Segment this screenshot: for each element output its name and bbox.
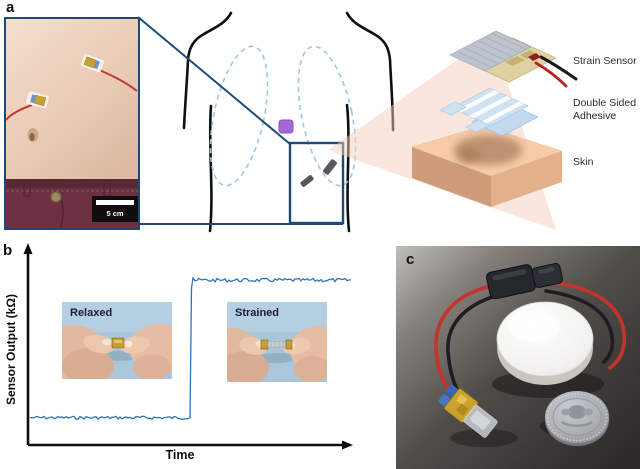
chart-axes (26, 251, 345, 447)
strain-sensor-exploded (449, 30, 578, 88)
strain-sensor-label: Strain Sensor (573, 55, 637, 67)
y-axis-arrowhead (23, 243, 33, 254)
sensor-shadow (450, 429, 518, 447)
lungs-dashed-outline (209, 45, 357, 187)
right-hand (120, 324, 172, 379)
abdomen-photo-art: 5 cm (6, 19, 138, 228)
relaxed-inset-photo: Relaxed (62, 302, 172, 379)
device-photo-art (396, 246, 640, 469)
skin-sensor-upper (80, 54, 104, 73)
abdomen-photo: 5 cm (4, 17, 140, 230)
gray-strain-sensor-chips (300, 159, 337, 187)
quarter-coin (540, 391, 609, 446)
relaxed-sensor-chip (111, 337, 125, 349)
panel-b-label: b (3, 242, 13, 259)
strained-sensor-chip (260, 339, 293, 350)
scale-bar: 5 cm (92, 196, 138, 222)
adhesive-residue-smudge (454, 135, 522, 165)
sensor-output-curve (30, 277, 352, 420)
strained-inset-photo: Strained (227, 302, 327, 382)
black-wire-left (446, 291, 508, 400)
sensor-output-chart (23, 243, 353, 450)
zoom-connector-lines (137, 16, 343, 225)
panel-a-label: a (6, 0, 15, 16)
red-wire (534, 61, 568, 88)
x-axis-label: Time (165, 448, 195, 462)
panel-a-illustration (137, 11, 578, 233)
black-wire (539, 55, 578, 81)
relaxed-inset-art (62, 302, 172, 379)
navel (27, 128, 39, 142)
left-hand (62, 325, 115, 379)
sensor-wire (6, 104, 33, 121)
relaxed-label: Relaxed (70, 307, 113, 319)
sensor-placement-zoom-box (288, 141, 345, 225)
scale-bar-label: 5 cm (106, 209, 123, 218)
pants-button (50, 191, 62, 203)
torso-outline (182, 11, 395, 233)
purple-square-device-marker (278, 119, 294, 134)
flex-strain-sensor (438, 384, 498, 438)
y-axis-label: Sensor Output (kΩ) (4, 294, 18, 406)
x-axis-arrowhead (342, 440, 353, 450)
black-wire-right (544, 289, 615, 364)
strained-inset-art (227, 302, 327, 382)
red-wire-left (434, 282, 502, 398)
strained-label: Strained (235, 307, 280, 319)
skin-label: Skin (573, 156, 594, 168)
device-photo (396, 246, 640, 469)
double-sided-adhesive-label: Double Sided Adhesive (573, 97, 637, 123)
white-circular-module (496, 301, 594, 385)
panel-c-label: c (406, 251, 415, 268)
skin-sensor-lower (26, 91, 49, 109)
red-wire-right (546, 280, 627, 370)
connector-plug (486, 263, 563, 300)
skin-layer-block (411, 125, 563, 207)
double-sided-adhesive-layer (439, 87, 539, 137)
